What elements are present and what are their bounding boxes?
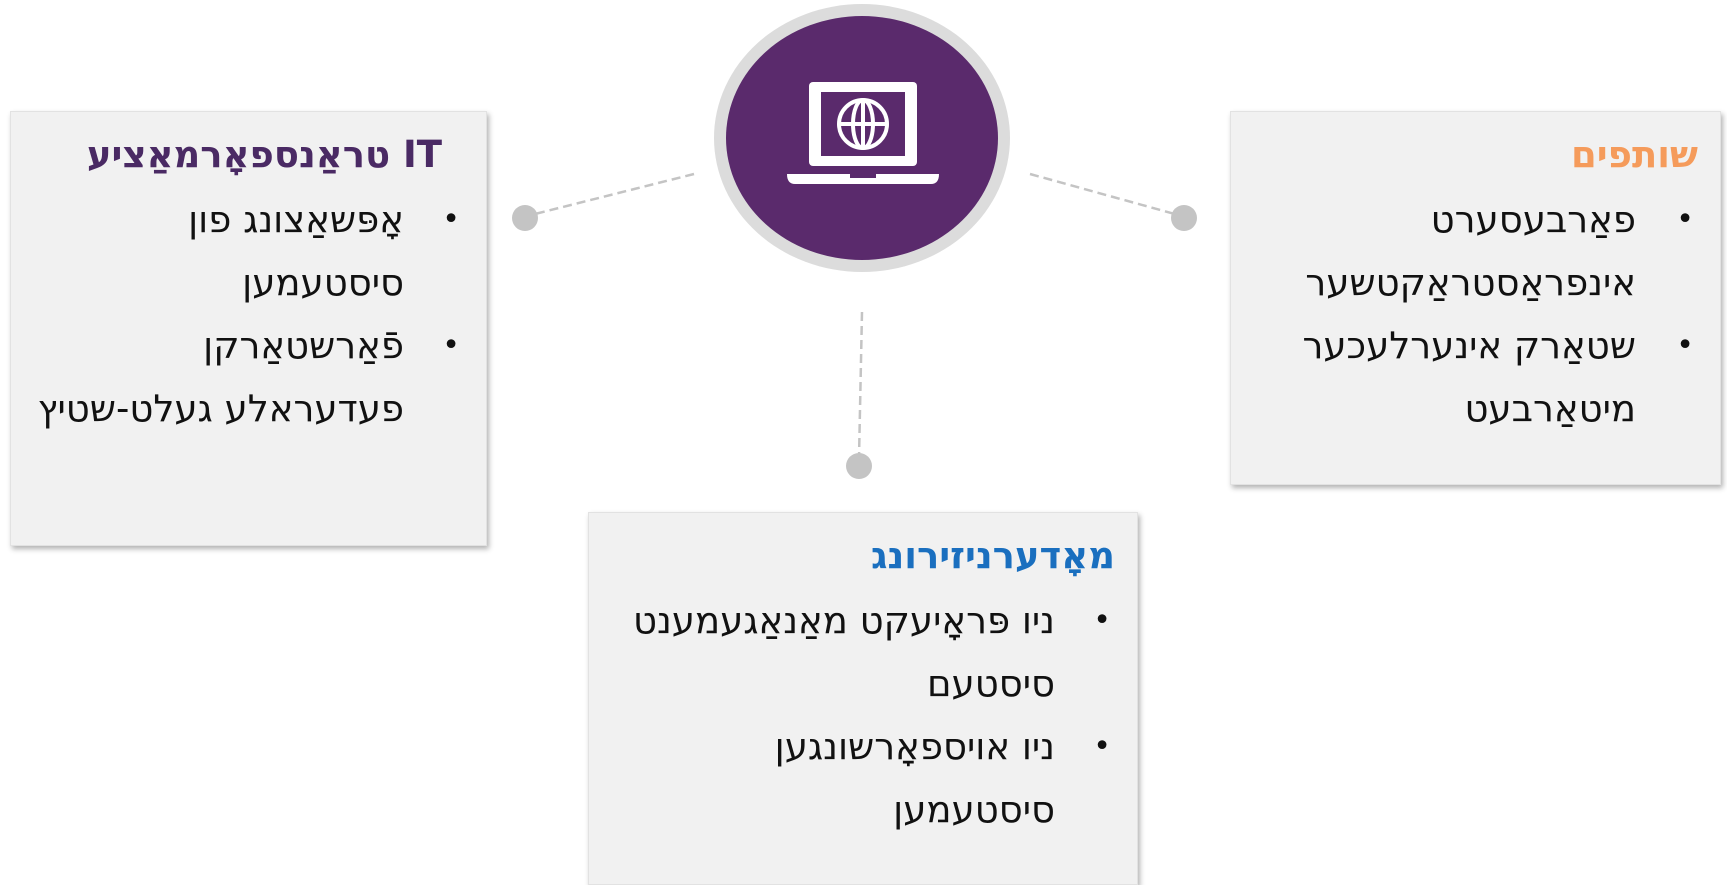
it-transformation-item: • אָפּשאַצונג פון סיסטעמען xyxy=(24,188,460,314)
bullet-icon: • xyxy=(1093,603,1111,638)
laptop-globe-icon xyxy=(787,82,939,184)
modernization-item: • ניו אויספאָרשונגען סיסטעמען xyxy=(615,715,1111,841)
partners-list: • פאַרבעסערט אינפראַסטראַקטשער • שטאַרק … xyxy=(1236,188,1694,440)
modernization-item: • ניו פּראָיעקט מאַנאַגעמענט סיסטעם xyxy=(615,589,1111,715)
bullet-icon: • xyxy=(442,328,460,363)
partners-item: • פאַרבעסערט אינפראַסטראַקטשער xyxy=(1236,188,1694,314)
modernization-item-text: ניו אויספאָרשונגען סיסטעמען xyxy=(774,725,1055,831)
connector-dot-left xyxy=(512,205,538,231)
connector-dot-right xyxy=(1171,205,1197,231)
it-transformation-item-text: פֿאַרשטאַרקן פעדעראלע געלט-שטיץ xyxy=(37,324,404,430)
modernization-card: מאָדערניזירונג • ניו פּראָיעקט מאַנאַגעמ… xyxy=(588,512,1138,885)
modernization-list: • ניו פּראָיעקט מאַנאַגעמענט סיסטעם • ני… xyxy=(615,589,1111,841)
modernization-title: מאָדערניזירונג xyxy=(870,534,1115,577)
partners-title: שותפים xyxy=(1570,133,1698,176)
bullet-icon: • xyxy=(1093,729,1111,764)
partners-item: • שטאַרק אינערלעכער מיטאַרבעט xyxy=(1236,314,1694,440)
connector-line-right xyxy=(1029,172,1183,218)
connector-line-bottom xyxy=(857,311,864,459)
it-transformation-card: IT טראַנספאָרמאַציע • אָפּשאַצונג פון סי… xyxy=(10,111,487,546)
connector-line-left xyxy=(526,172,695,218)
partners-item-text: פאַרבעסערט אינפראַסטראַקטשער xyxy=(1305,198,1636,304)
it-transformation-title: IT טראַנספאָרמאַציע xyxy=(86,133,442,176)
it-transformation-item-text: אָפּשאַצונג פון סיסטעמען xyxy=(188,198,404,304)
bullet-icon: • xyxy=(1676,202,1694,237)
it-transformation-item: • פֿאַרשטאַרקן פעדעראלע געלט-שטיץ xyxy=(24,314,460,440)
bullet-icon: • xyxy=(1676,328,1694,363)
partners-card: שותפים • פאַרבעסערט אינפראַסטראַקטשער • … xyxy=(1230,111,1721,485)
bullet-icon: • xyxy=(442,202,460,237)
modernization-item-text: ניו פּראָיעקט מאַנאַגעמענט סיסטעם xyxy=(632,599,1055,705)
central-hub xyxy=(714,4,1010,272)
it-transformation-list: • אָפּשאַצונג פון סיסטעמען • פֿאַרשטאַרק… xyxy=(24,188,460,440)
partners-item-text: שטאַרק אינערלעכער מיטאַרבעט xyxy=(1302,324,1636,430)
hub-circle xyxy=(726,16,998,260)
connector-dot-bottom xyxy=(846,453,872,479)
